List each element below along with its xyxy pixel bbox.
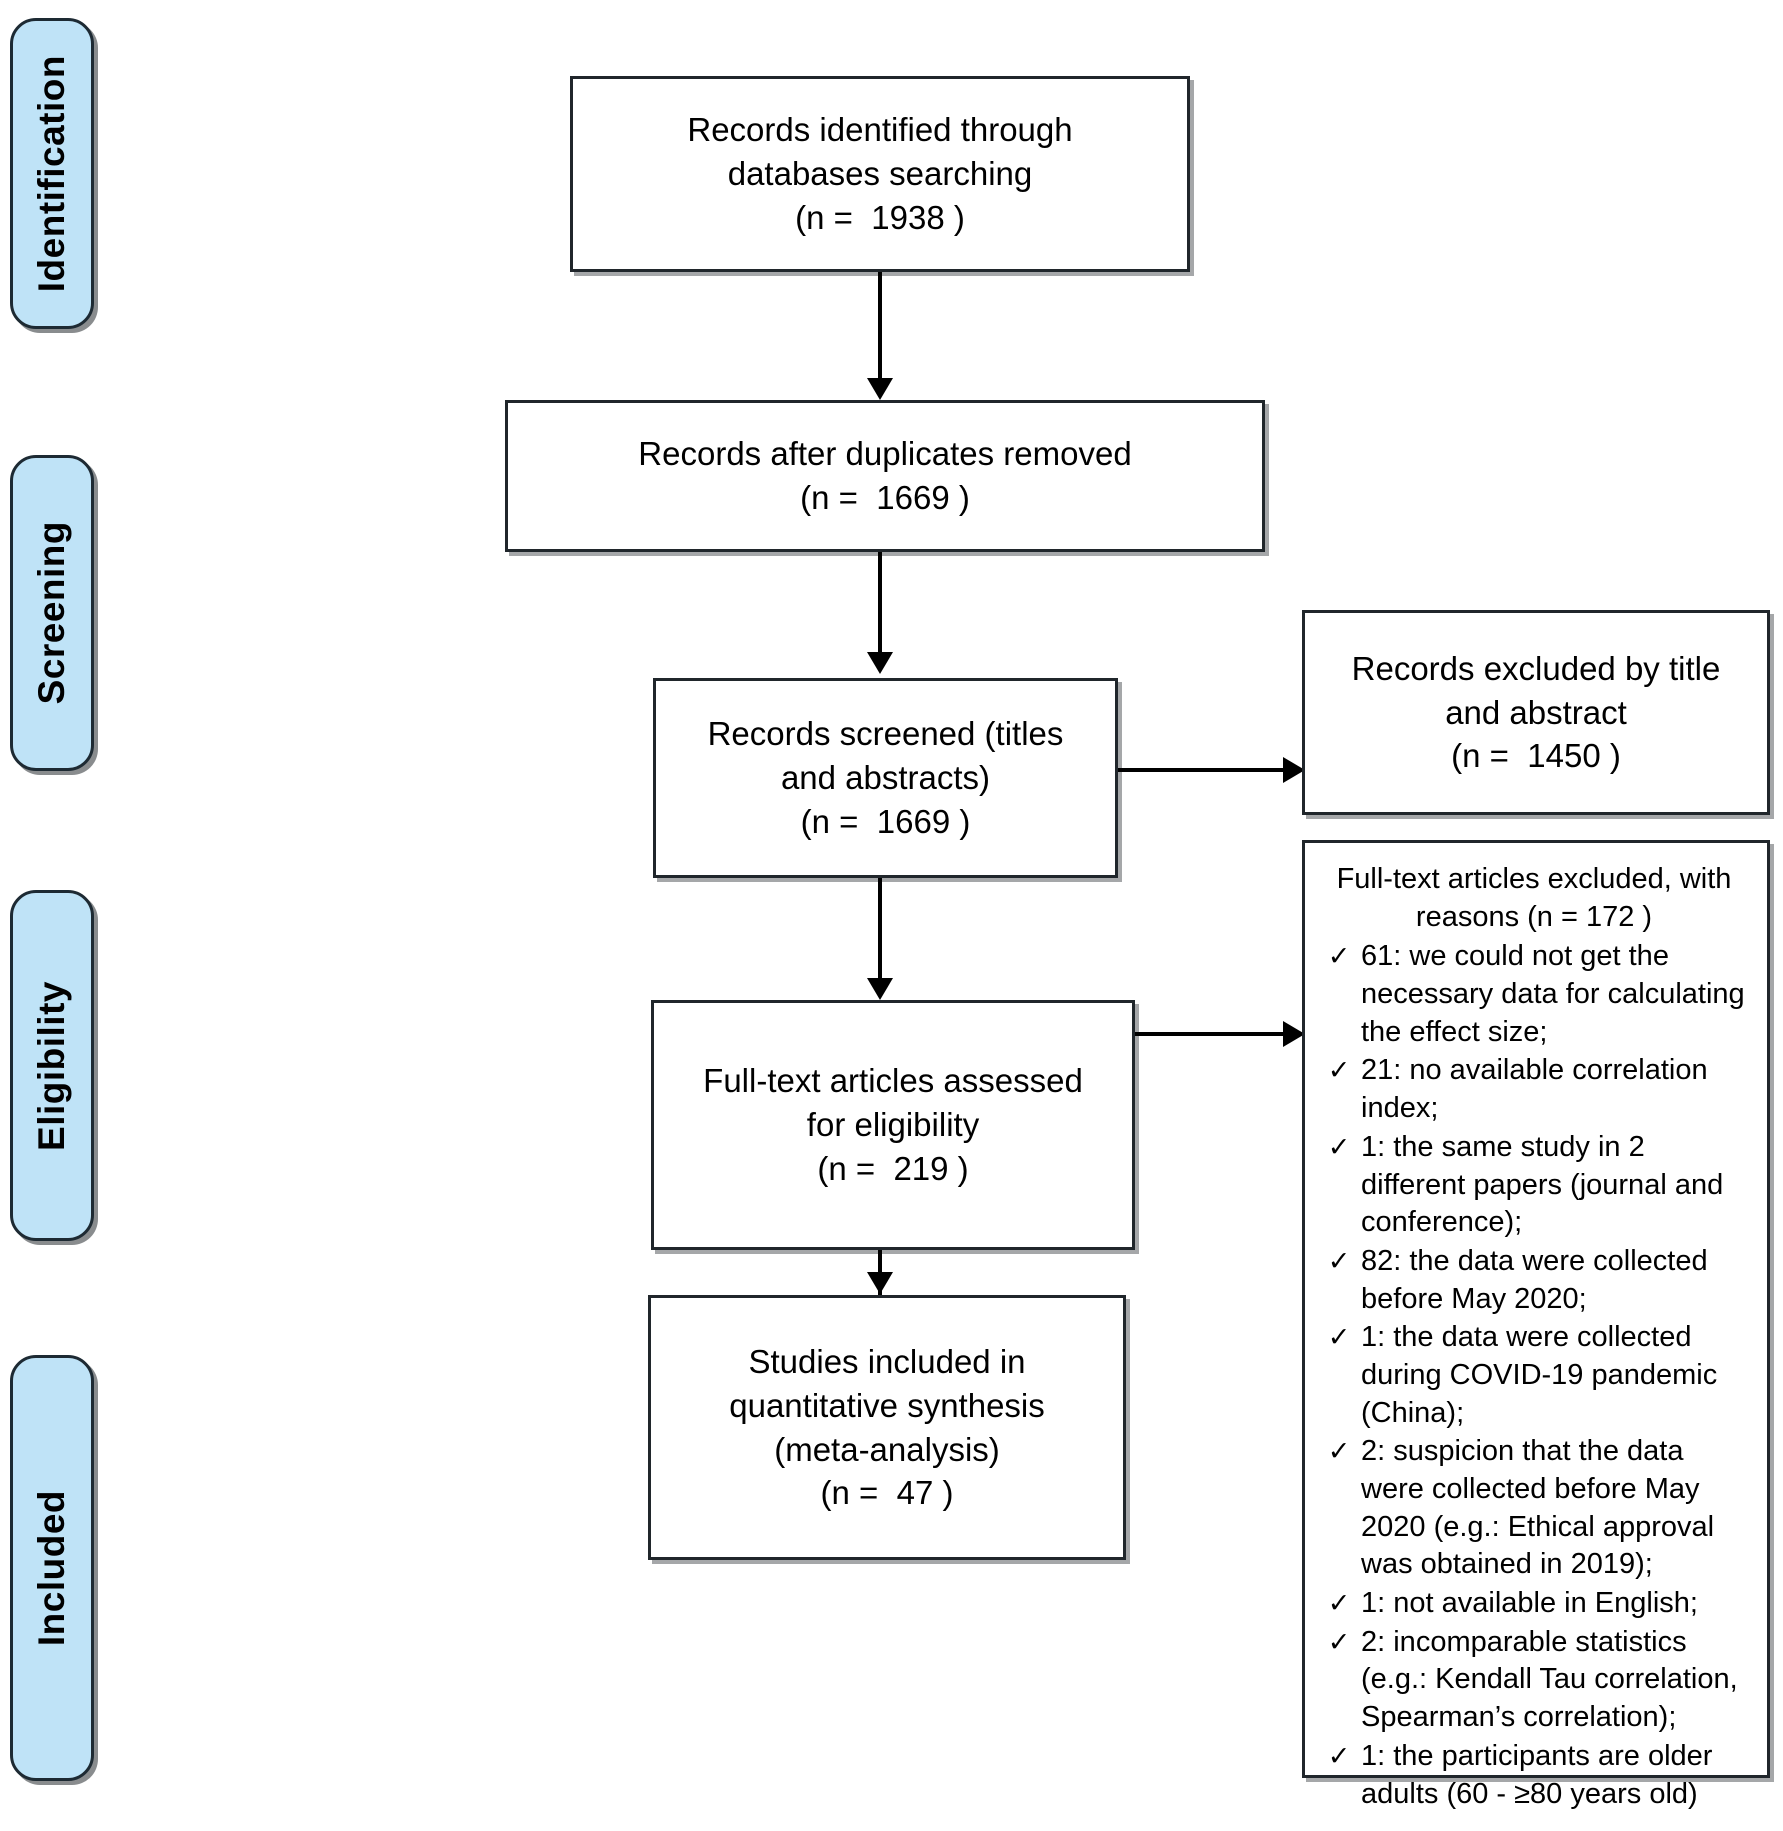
box-records-identified: Records identified through databases sea… [570,76,1190,272]
box-records-excluded-title-abstract: Records excluded by title and abstract (… [1302,610,1770,815]
box-duplicates-removed: Records after duplicates removed (n = 16… [505,400,1265,552]
reason-item: ✓ 82: the data were collected before May… [1317,1243,1751,1318]
reason-text: 1: the data were collected during COVID-… [1361,1321,1718,1429]
check-icon: ✓ [1327,1740,1351,1771]
box-records-screened: Records screened (titles and abstracts) … [653,678,1118,878]
reason-item: ✓ 1: not available in English; [1317,1585,1751,1623]
reason-text: 2: suspicion that the data were collecte… [1361,1435,1715,1581]
check-icon: ✓ [1327,1588,1351,1619]
stage-label-screening-text: Screening [31,521,72,705]
reason-item: ✓ 1: the data were collected during COVI… [1317,1319,1751,1432]
reason-text: 1: not available in English; [1361,1587,1698,1620]
stage-label-included: Included [10,1355,94,1781]
reason-item: ✓ 2: incomparable statistics (e.g.: Kend… [1317,1624,1751,1737]
check-icon: ✓ [1327,1626,1351,1657]
stage-label-included-text: Included [31,1489,72,1647]
box-records-excluded-line2: and abstract [1445,693,1627,731]
reason-text: 61: we could not get the necessary data … [1361,940,1745,1048]
box-records-excluded-count: (n = 1450 ) [1451,737,1621,775]
stage-label-identification-text: Identification [31,54,72,293]
connector-duplicates-to-screened [878,552,882,652]
reason-item: ✓ 1: the same study in 2 different paper… [1317,1129,1751,1242]
arrowhead-fulltext-to-included [867,1272,893,1294]
box-fulltext-assessed: Full-text articles assessed for eligibil… [651,1000,1135,1250]
reasons-heading: Full-text articles excluded, with reason… [1327,861,1741,936]
connector-fulltext-to-reasons [1135,1032,1283,1036]
connector-identified-to-duplicates [878,272,882,378]
reasons-heading-line2: reasons (n = 172 ) [1415,900,1653,933]
box-studies-included-line2: quantitative synthesis [729,1386,1045,1424]
reason-item: ✓ 1: the participants are older adults (… [1317,1738,1751,1813]
box-duplicates-removed-count: (n = 1669 ) [800,479,970,516]
reason-item: ✓ 61: we could not get the necessary dat… [1317,938,1751,1051]
reason-text: 2: incomparable statistics (e.g.: Kendal… [1361,1625,1738,1734]
box-records-screened-line1: Records screened (titles [707,715,1064,753]
check-icon: ✓ [1327,941,1351,972]
stage-label-eligibility: Eligibility [10,890,94,1241]
box-fulltext-assessed-line1: Full-text articles assessed [703,1062,1083,1100]
box-records-screened-count: (n = 1669 ) [800,802,971,840]
arrowhead-screened-to-excluded [1283,757,1305,783]
stage-label-eligibility-text: Eligibility [31,980,72,1151]
box-fulltext-assessed-line2: for eligibility [806,1106,980,1144]
stage-label-identification: Identification [10,18,94,329]
reason-text: 82: the data were collected before May 2… [1361,1244,1708,1315]
box-records-identified-line2: databases searching [727,155,1033,193]
box-studies-included-line3: (meta-analysis) [774,1430,1000,1468]
reason-item: ✓ 2: suspicion that the data were collec… [1317,1433,1751,1584]
reasons-heading-line1: Full-text articles excluded, with [1336,863,1732,895]
connector-screened-to-excluded [1118,768,1283,772]
connector-screened-to-fulltext [878,878,882,978]
box-records-identified-line1: Records identified through [687,111,1073,149]
box-studies-included-count: (n = 47 ) [820,1474,954,1512]
box-records-screened-line2: and abstracts) [780,759,991,797]
box-studies-included-line1: Studies included in [748,1342,1026,1380]
box-records-identified-count: (n = 1938 ) [795,198,965,236]
check-icon: ✓ [1327,1245,1351,1276]
arrowhead-screened-to-fulltext [867,978,893,1000]
arrowhead-fulltext-to-reasons [1283,1021,1305,1047]
check-icon: ✓ [1327,1436,1351,1467]
box-duplicates-removed-line1: Records after duplicates removed [638,435,1132,473]
stage-label-screening: Screening [10,455,94,771]
check-icon: ✓ [1327,1131,1351,1162]
reason-text: 21: no available correlation index; [1361,1054,1708,1125]
box-studies-included: Studies included in quantitative synthes… [648,1295,1126,1560]
check-icon: ✓ [1327,1055,1351,1086]
reason-item: ✓ 21: no available correlation index; [1317,1052,1751,1127]
box-records-excluded-line1: Records excluded by title [1351,649,1721,687]
arrowhead-identified-to-duplicates [867,378,893,400]
reason-text: 1: the participants are older adults (60… [1361,1739,1713,1810]
reason-text: 1: the same study in 2 different papers … [1361,1130,1724,1239]
box-fulltext-excluded-reasons: Full-text articles excluded, with reason… [1302,840,1770,1810]
box-fulltext-assessed-count: (n = 219 ) [817,1149,969,1187]
check-icon: ✓ [1327,1322,1351,1353]
arrowhead-duplicates-to-screened [867,652,893,674]
